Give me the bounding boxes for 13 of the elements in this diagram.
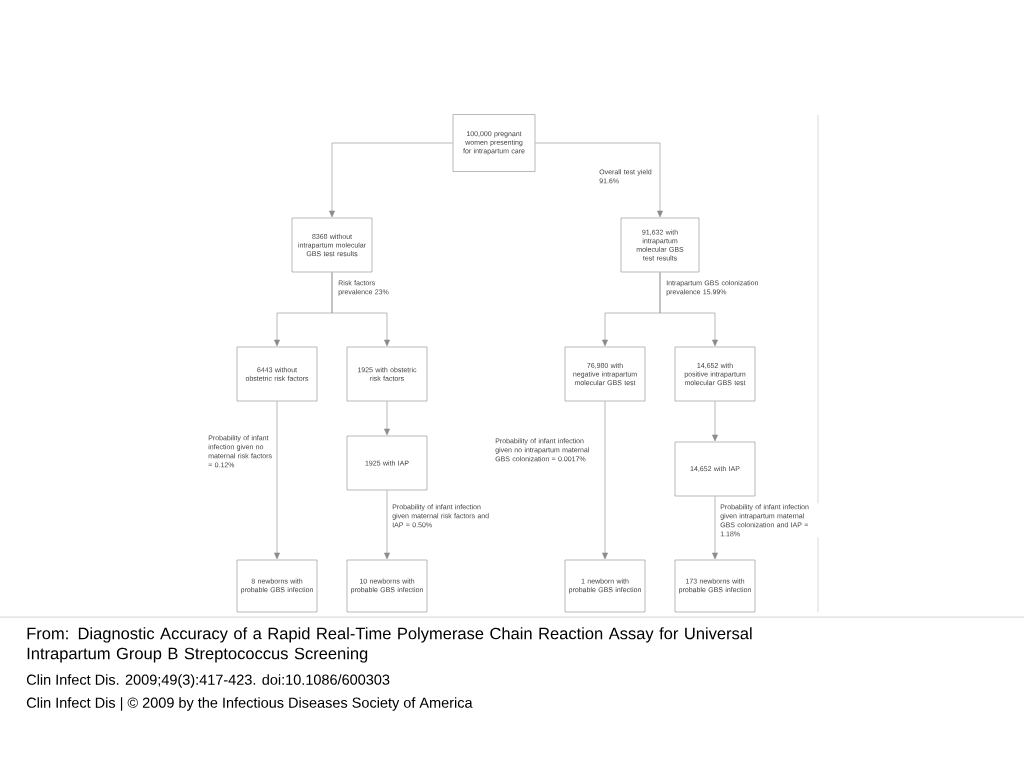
arrow: [331, 272, 390, 347]
arrow: [274, 401, 280, 560]
arrow: [712, 496, 718, 560]
citation-text: Clin Infect Dis | © 2009 by the Infectious Diseases Society of America: [26, 697, 473, 711]
citation-text: Clin Infect Dis. 2009;49(3):417-423. doi:10.1086/600303: [26, 674, 390, 688]
arrow: [384, 401, 390, 436]
arrow: [712, 401, 718, 442]
arrow: [659, 272, 718, 347]
arrow: [384, 490, 390, 560]
caption: From: Diagnostic Accuracy of a Rapid Real-Time Polymerase Chain Reaction Assay for Universal Intrapartum Group B Streptococcus Screening: [27, 627, 752, 663]
arrow: [602, 401, 608, 560]
arrow: [329, 142, 453, 218]
arrow: [535, 142, 663, 218]
